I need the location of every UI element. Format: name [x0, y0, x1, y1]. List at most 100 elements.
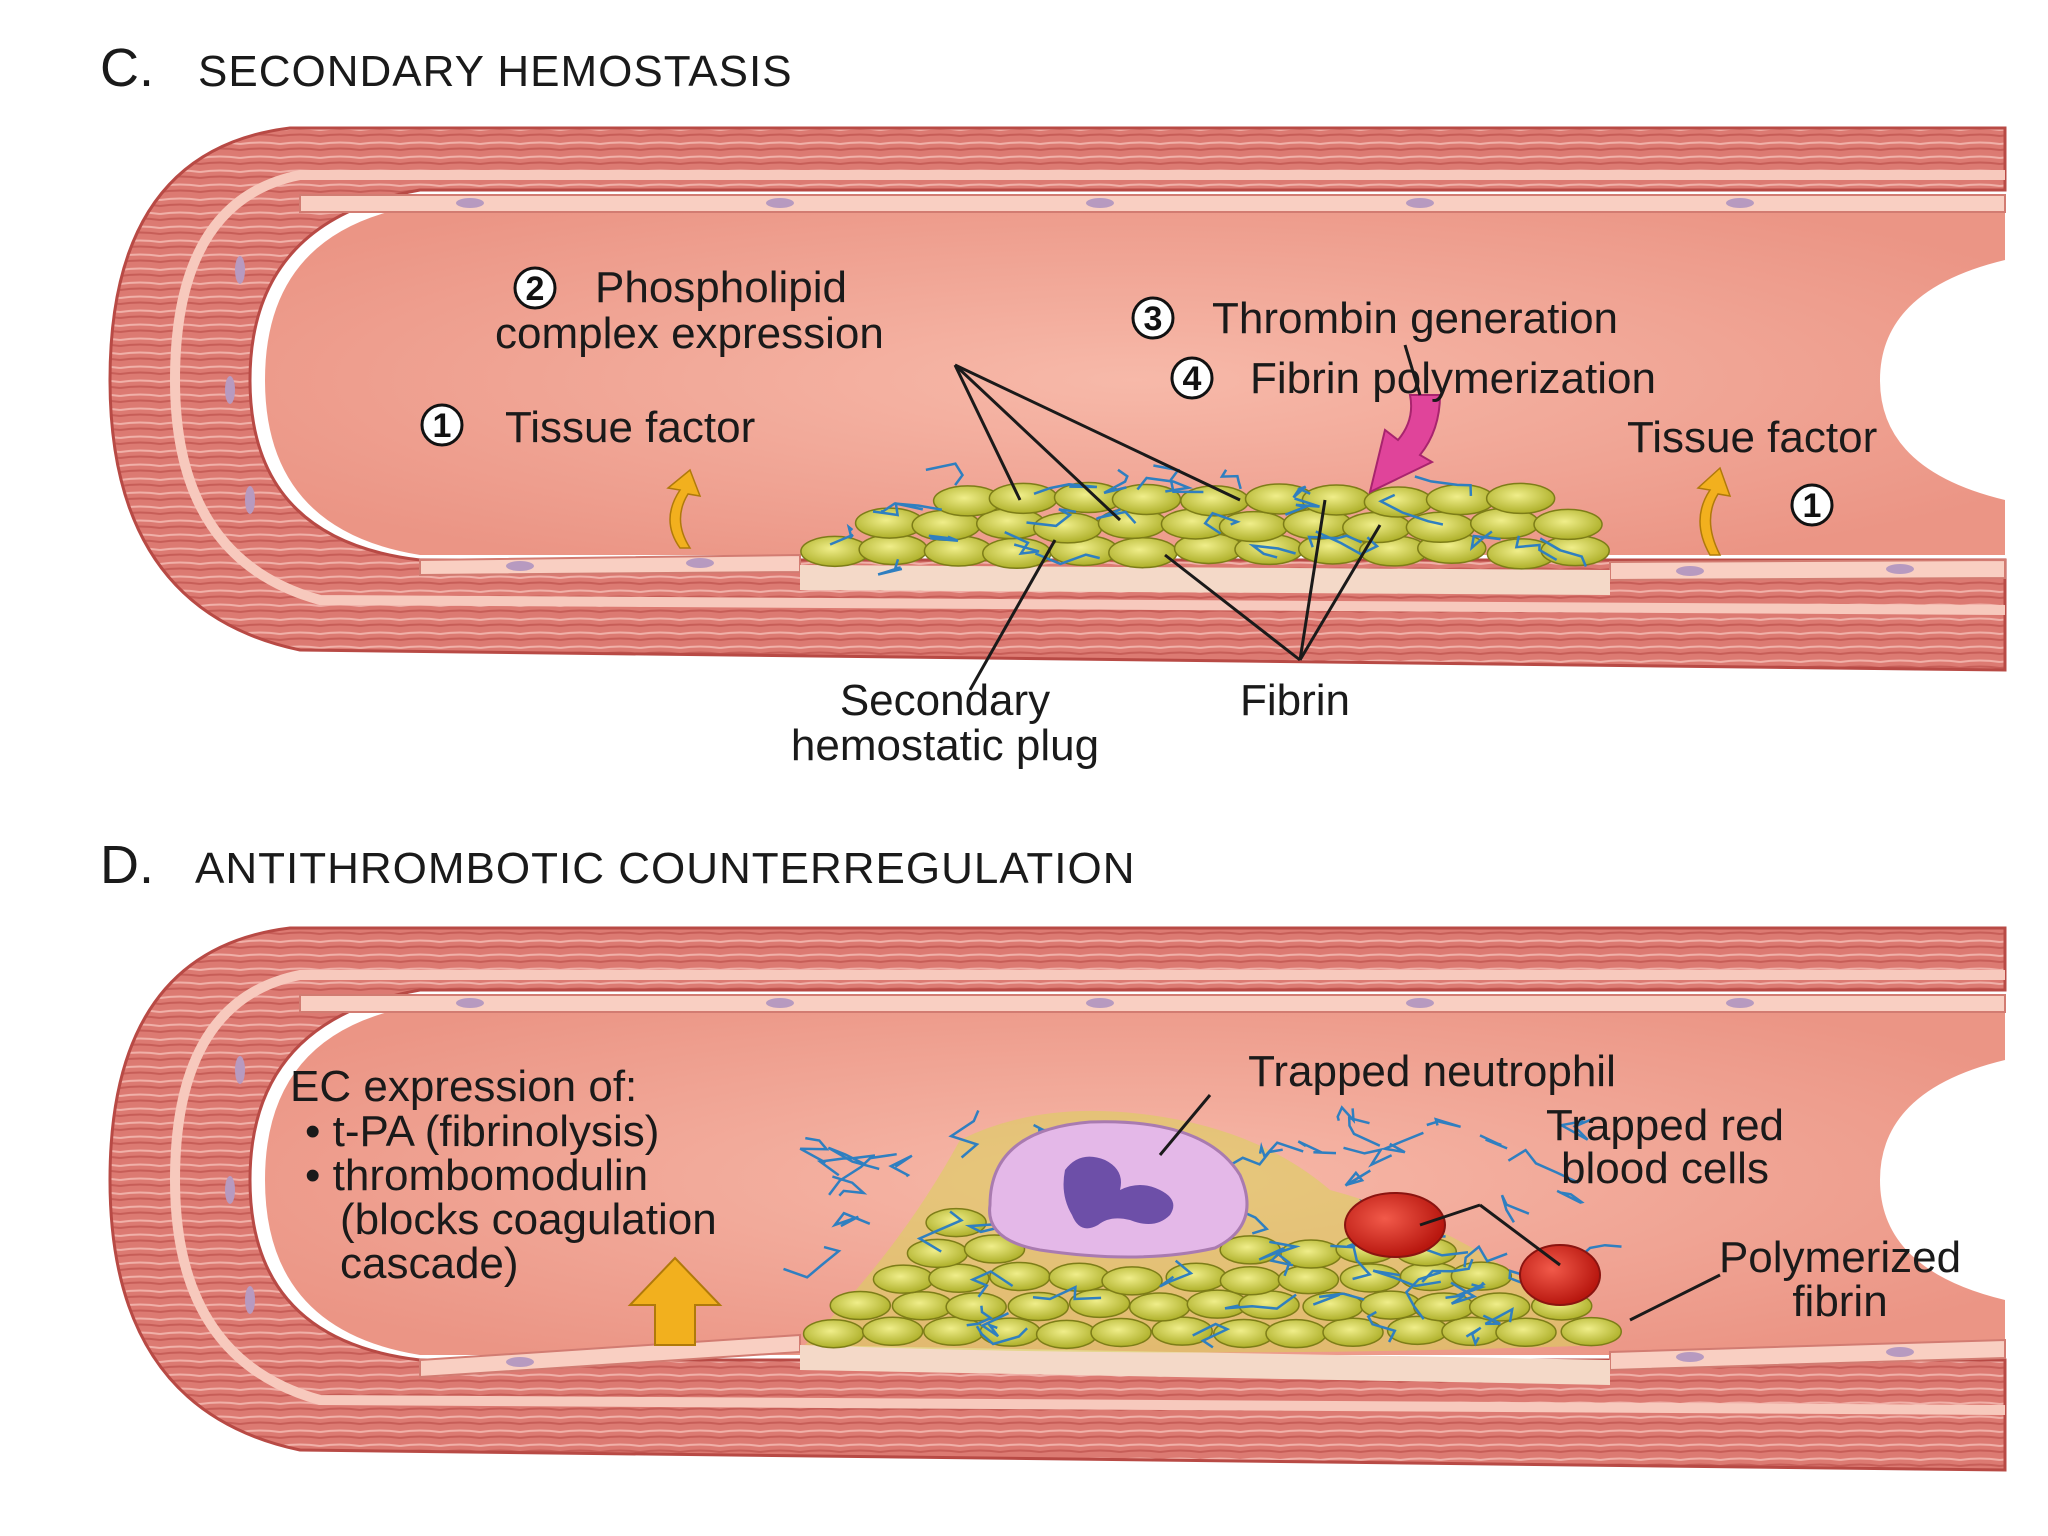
- ec-expression-line4: (blocks coagulation: [340, 1195, 717, 1244]
- platelet: [1363, 486, 1434, 518]
- platelet: [945, 1292, 1007, 1322]
- fibrin-strand: [1378, 493, 1444, 526]
- platelet: [928, 1263, 990, 1293]
- polymerized-fibrin-line2: fibrin: [1792, 1277, 1887, 1326]
- fibrin-strand: [1219, 469, 1242, 490]
- fibrin-strand: [916, 1210, 964, 1253]
- step3-text: Thrombin generation: [1212, 294, 1618, 343]
- fibrin-strand: [1258, 1247, 1294, 1267]
- trapped-rbc-label-line2: blood cells: [1561, 1144, 1769, 1193]
- platelet: [1468, 1292, 1531, 1322]
- plug-label-line1: Secondary: [840, 676, 1050, 725]
- platelet: [1540, 534, 1610, 567]
- fibrin-strand: [1336, 1105, 1356, 1124]
- platelet: [891, 1290, 954, 1321]
- endothelium-d-top: [299, 994, 2006, 1013]
- fibrin-strand: [880, 502, 943, 513]
- ec-expression-line5: cascade): [340, 1239, 519, 1288]
- fibrin-strand: [1312, 1292, 1365, 1306]
- fibrin-strand: [1095, 508, 1137, 525]
- fibrin-strand: [1297, 1140, 1337, 1155]
- step2-badge: [513, 266, 557, 310]
- fibrin-strand: [1482, 1306, 1514, 1326]
- platelet: [1108, 536, 1178, 569]
- platelet: [1068, 1288, 1131, 1319]
- fibrin-strand: [969, 1270, 1014, 1298]
- endothelium-c-bottom-right: [1609, 558, 2006, 582]
- vessel-c-lumen: [265, 205, 2005, 555]
- fibrin-strand: [1032, 1285, 1102, 1301]
- fibrin-strand: [1292, 485, 1311, 499]
- svg-text:2: 2: [526, 270, 545, 308]
- step4-badge: [1170, 356, 1214, 400]
- fibrin-strand: [1465, 1326, 1482, 1347]
- platelet: [1265, 1318, 1327, 1349]
- fibrin-strand: [888, 1154, 913, 1178]
- fibrin-strand: [928, 534, 959, 543]
- step1-left-badge: [420, 403, 464, 447]
- svg-text:3: 3: [1144, 300, 1163, 338]
- platelet: [1485, 482, 1556, 515]
- fibrin-strand: [829, 523, 854, 546]
- fibrin-strand: [1426, 1117, 1461, 1129]
- platelet: [1035, 1319, 1098, 1350]
- fibrin-strand: [1463, 1244, 1508, 1268]
- fibrin-strand: [816, 1154, 876, 1177]
- fibrin-label-c: Fibrin: [1240, 676, 1350, 725]
- plug-label-line2: hemostatic plug: [791, 721, 1099, 770]
- ec-expression-arrow: [627, 1256, 723, 1346]
- fibrin-strand: [1347, 1116, 1381, 1147]
- panel-d-letter: D.: [100, 835, 154, 895]
- fibrin-strand: [1343, 1146, 1393, 1168]
- fibrin-strand: [828, 1152, 897, 1196]
- fibrin-strand: [1248, 543, 1296, 559]
- step2-label: 2 Phospholipid complex expression: [495, 263, 884, 358]
- platelet: [1048, 1262, 1110, 1292]
- platelet: [963, 1234, 1026, 1264]
- fibrin-strand: [966, 1305, 994, 1327]
- neutrophil-nucleus: [1063, 1156, 1174, 1229]
- platelet: [861, 1316, 924, 1347]
- platelet: [1090, 1317, 1152, 1348]
- platelet: [858, 533, 928, 566]
- fibrin-strand: [975, 1325, 1028, 1346]
- fibrin-strand: [980, 1311, 1010, 1338]
- fibrin-strand: [1380, 1131, 1424, 1154]
- fibrin-strand: [1224, 1293, 1297, 1310]
- fibrin-strand: [1284, 497, 1320, 516]
- ec-expression-line2: • t-PA (fibrinolysis): [305, 1107, 659, 1156]
- tissue-factor-right: Tissue factor: [1627, 413, 1877, 462]
- fibrin-strand: [1372, 1269, 1442, 1288]
- fibrin-strand: [1445, 1281, 1478, 1305]
- panel-c: C. SECONDARY HEMOSTASIS: [100, 38, 2007, 770]
- step4-label: 4 Fibrin polymerization: [1170, 354, 1656, 403]
- ec-expression-line1: EC expression of:: [290, 1062, 637, 1111]
- fibrin-strand: [1223, 1148, 1283, 1170]
- platelet: [923, 535, 994, 567]
- fibrin-strands-c: [829, 462, 1588, 576]
- platelet: [872, 1264, 935, 1294]
- leader-lines-c: [953, 344, 1422, 691]
- fibrin-strand: [1330, 1244, 1373, 1281]
- vessel-c: [108, 126, 2007, 672]
- fibrin-strand: [1153, 464, 1204, 494]
- platelet: [1219, 1265, 1282, 1296]
- fibrin-strand: [1004, 530, 1040, 556]
- step4-text: Fibrin polymerization: [1250, 354, 1656, 403]
- fibrin-strand: [1307, 534, 1363, 548]
- tissue-factor-left: Tissue factor: [505, 403, 755, 452]
- fibrin-strand: [831, 1211, 871, 1228]
- platelet: [1218, 510, 1289, 543]
- platelet: [1533, 508, 1603, 541]
- thrombin-pink-arrow: [1368, 394, 1442, 494]
- fibrin-strand: [1103, 468, 1129, 495]
- endothelium-c-top: [299, 194, 2006, 213]
- ec-expression-line3: • thrombomodulin: [305, 1151, 648, 1200]
- panel-d: D. ANTITHROMBOTIC COUNTERREGULATION: [100, 835, 2007, 1472]
- step3-label: 3 Thrombin generation: [1131, 294, 1618, 343]
- platelet: [1213, 1318, 1275, 1349]
- tissue-factor-arrow-left: [666, 468, 702, 549]
- platelet: [1441, 1316, 1503, 1347]
- leader-lines-d: [1158, 1094, 1721, 1322]
- polymerized-fibrin-line1: Polymerized: [1719, 1233, 1961, 1282]
